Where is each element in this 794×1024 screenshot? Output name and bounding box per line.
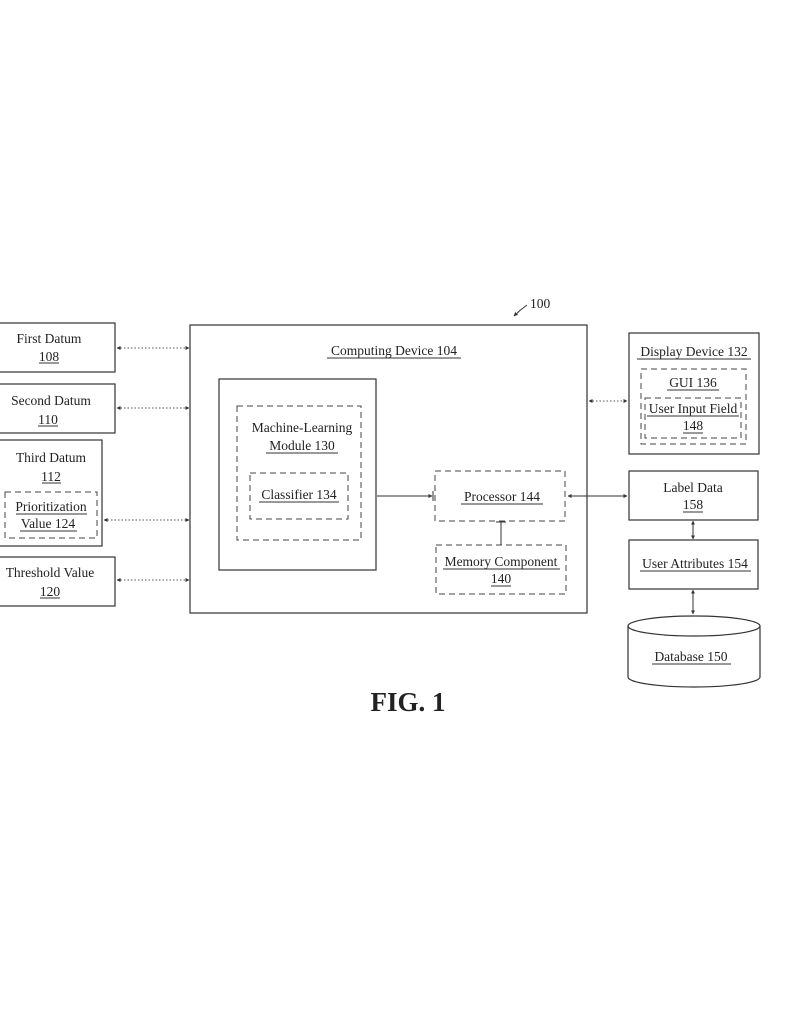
gui-label: GUI 136: [669, 375, 717, 390]
figure-caption: FIG. 1: [370, 687, 445, 717]
computing-device-box: Computing Device 104 Machine-Learning Mo…: [189, 324, 588, 614]
processor-label: Processor 144: [464, 489, 540, 504]
first-datum-label: First Datum: [17, 331, 82, 346]
classifier-box: [249, 472, 349, 520]
user-input-field-label: User Input Field: [649, 401, 738, 416]
prioritization-number: Value 124: [21, 516, 76, 531]
threshold-value-label: Threshold Value: [6, 565, 95, 580]
memory-component-label: Memory Component: [445, 554, 558, 569]
first-datum-box: First Datum 108: [0, 322, 116, 373]
ml-container-box: [218, 378, 377, 571]
display-device-box: Display Device 132 GUI 136 User Input Fi…: [628, 332, 760, 455]
first-datum-number: 108: [39, 349, 60, 364]
threshold-value-number: 120: [40, 584, 61, 599]
second-datum-label: Second Datum: [11, 393, 91, 408]
figure-ref-number: 100: [530, 296, 551, 311]
label-data-label: Label Data: [663, 480, 723, 495]
user-attributes-label: User Attributes 154: [642, 556, 748, 571]
ref-leader-arrow: [513, 304, 528, 317]
user-attributes-box: User Attributes 154: [628, 539, 759, 590]
ml-module-label: Machine-Learning: [252, 420, 353, 435]
prioritization-value-box: [4, 491, 98, 539]
third-datum-label: Third Datum: [16, 450, 87, 465]
processor-box: [434, 470, 566, 522]
second-datum-box: Second Datum 110: [0, 383, 116, 434]
third-datum-box: Third Datum 112 Prioritization Value 124: [0, 439, 103, 547]
prioritization-label: Prioritization: [15, 499, 86, 514]
gui-box: [640, 368, 747, 445]
third-datum-number: 112: [41, 469, 61, 484]
threshold-value-box: Threshold Value 120: [0, 556, 116, 607]
display-device-title: Display Device 132: [640, 344, 747, 359]
label-data-box: Label Data 158: [628, 470, 759, 521]
memory-component-number: 140: [491, 571, 512, 586]
classifier-label: Classifier 134: [261, 487, 337, 502]
user-input-field-number: 148: [683, 418, 704, 433]
user-input-field-box: [644, 397, 742, 439]
database-label: Database 150: [654, 649, 727, 664]
second-datum-number: 110: [38, 412, 58, 427]
database-cylinder: Database 150: [627, 615, 761, 688]
ml-module-number: Module 130: [269, 438, 335, 453]
computing-device-title: Computing Device 104: [331, 343, 457, 358]
ml-module-box: [236, 405, 362, 541]
label-data-number: 158: [683, 497, 704, 512]
